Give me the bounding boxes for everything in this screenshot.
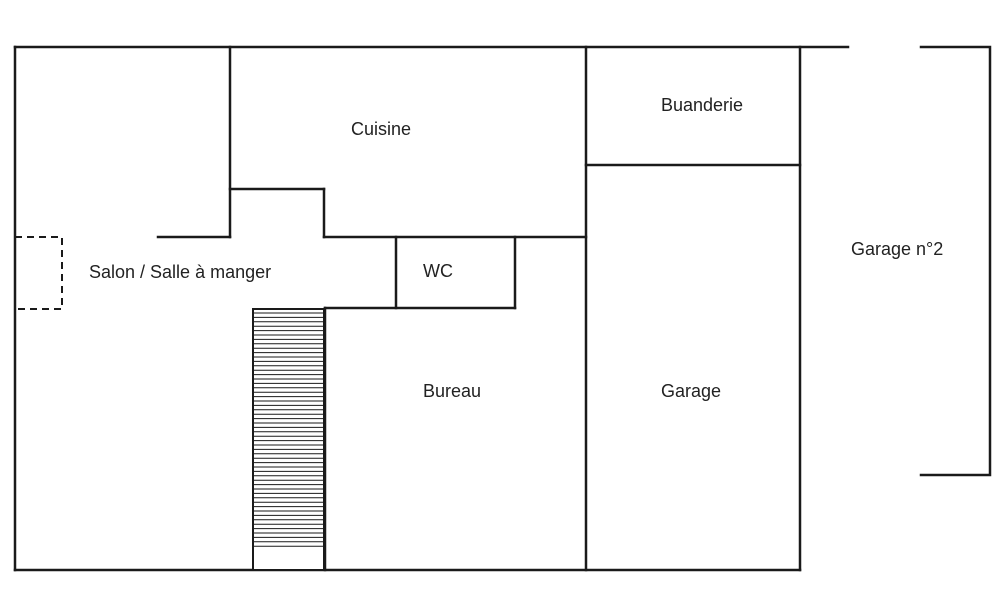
room-label-cuisine: Cuisine — [351, 119, 411, 139]
dashed-alcove — [15, 236, 63, 310]
staircase — [252, 308, 325, 571]
outer-walls — [13, 45, 850, 572]
garage2-bracket — [919, 45, 992, 477]
room-label-buanderie: Buanderie — [661, 95, 743, 115]
room-label-bureau: Bureau — [423, 381, 481, 401]
room-label-wc: WC — [423, 261, 453, 281]
room-label-garage2: Garage n°2 — [851, 239, 943, 259]
interior-walls — [156, 45, 802, 572]
room-label-garage: Garage — [661, 381, 721, 401]
room-label-salon: Salon / Salle à manger — [89, 262, 271, 282]
